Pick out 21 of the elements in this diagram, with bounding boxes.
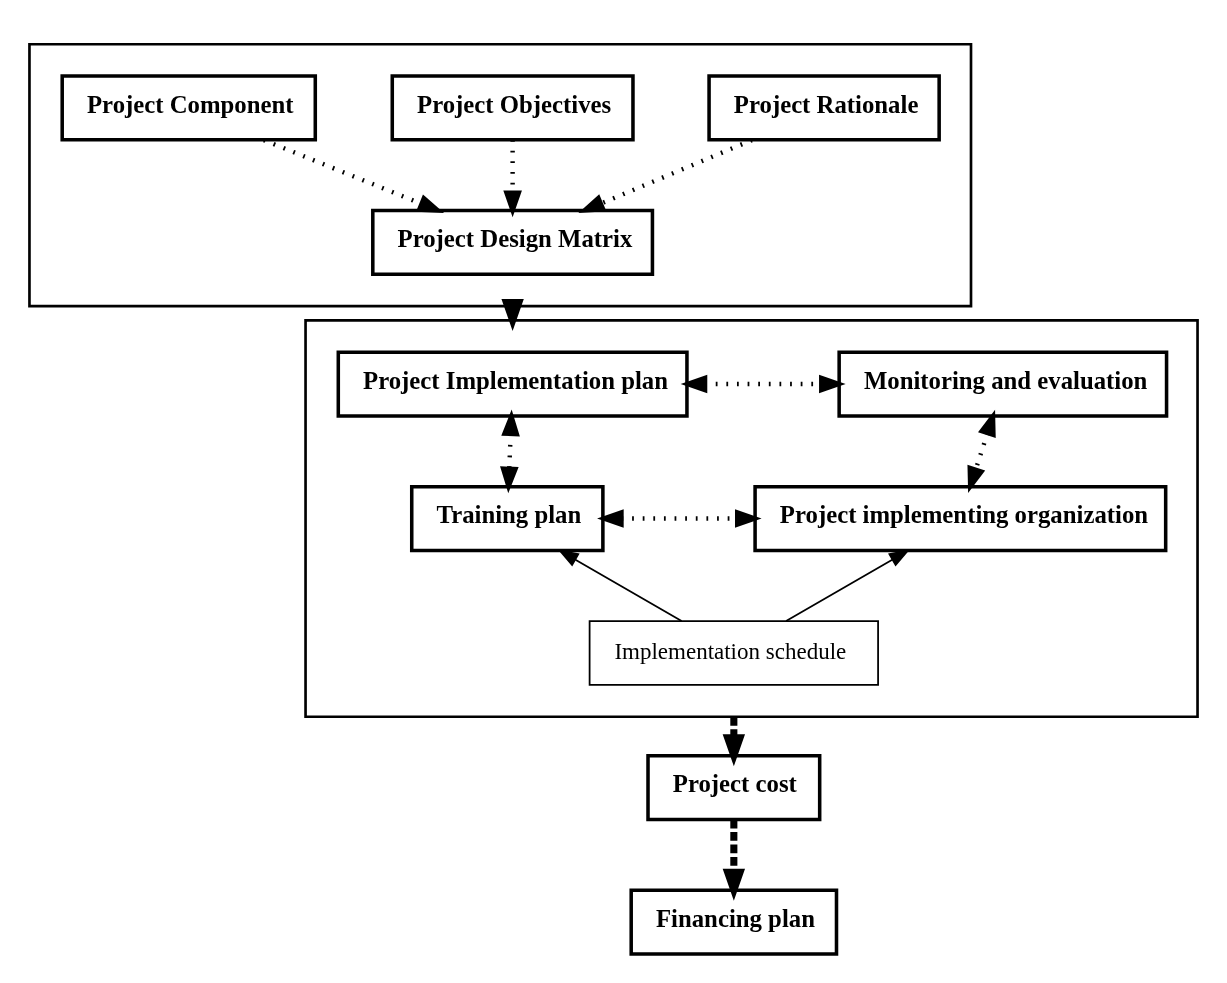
cluster xyxy=(304,318,1199,718)
arrow xyxy=(500,409,520,493)
arrow xyxy=(597,508,762,528)
node-box: Project Design Matrix xyxy=(371,208,655,276)
node-box: Project Rationale xyxy=(707,73,941,142)
node-box: Training plan xyxy=(409,484,605,552)
node-box: Project cost xyxy=(646,753,822,821)
arrow xyxy=(503,139,522,217)
node-box: Monitoring and evaluation xyxy=(837,349,1169,418)
arrow xyxy=(967,409,996,493)
node-box: Implementation schedule xyxy=(588,619,879,686)
node-box: Project Implementation plan xyxy=(336,349,689,418)
node-box: Project Component xyxy=(60,73,318,142)
node-box: Project Objectives xyxy=(390,73,635,142)
arrow xyxy=(722,819,746,901)
node-box: Project implementing organization xyxy=(753,484,1168,552)
arrow xyxy=(501,298,524,331)
arrow xyxy=(680,374,846,393)
node-box: Financing plan xyxy=(629,887,839,956)
arrow xyxy=(722,716,746,766)
cluster xyxy=(28,42,973,307)
